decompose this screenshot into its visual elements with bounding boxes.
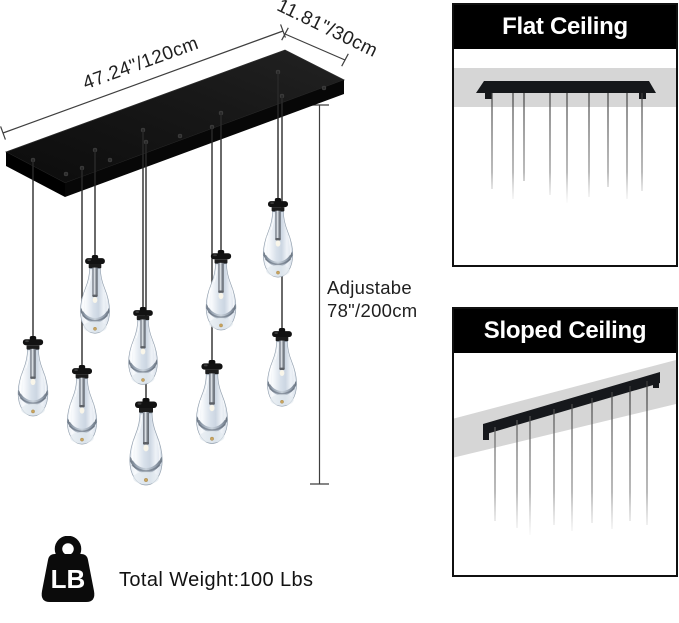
weight-lb-icon: LB [41, 536, 95, 602]
depth-dimension-line [281, 27, 349, 67]
glass-pendants [17, 197, 298, 486]
sloped-ceiling-panel: Sloped Ceiling [452, 307, 678, 577]
adjustable-text-line2: 78"/200cm [327, 300, 418, 322]
flat-ceiling-art [454, 49, 676, 261]
weight-icon-label: LB [51, 564, 86, 594]
chandelier-illustration [0, 24, 349, 486]
sloped-canopy-bar [483, 372, 660, 440]
adjustable-text-line1: Adjustabe [327, 277, 412, 298]
canopy-grommets [30, 69, 327, 177]
sloped-wires [494, 381, 648, 535]
flat-wires [491, 93, 643, 203]
flat-ceiling-panel: Flat Ceiling [452, 3, 678, 267]
flat-ceiling-title: Flat Ceiling [454, 5, 676, 49]
canopy-plate [5, 49, 345, 197]
dimension-height-label: Adjustabe 78"/200cm [327, 276, 418, 323]
sloped-ceiling-art [454, 353, 676, 571]
total-weight-text: Total Weight:100 Lbs [119, 569, 314, 591]
sloped-ceiling-title: Sloped Ceiling [454, 309, 676, 353]
dimension-lines [0, 24, 349, 485]
